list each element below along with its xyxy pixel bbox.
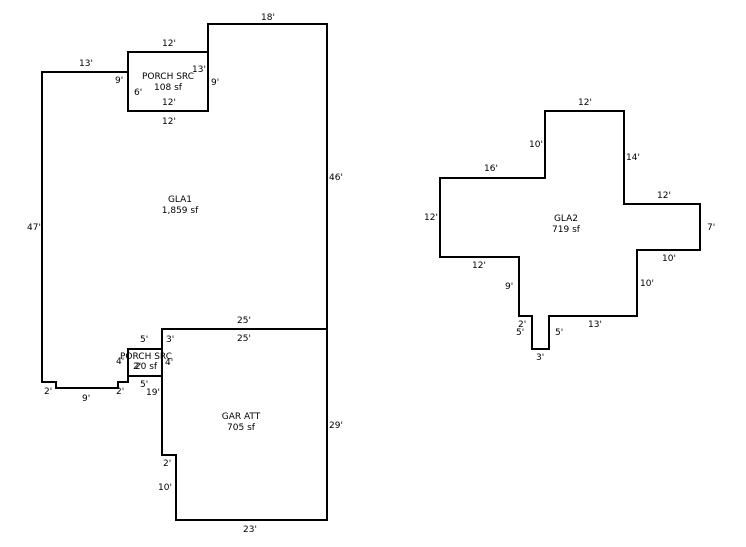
gar-att-sf: 705 sf xyxy=(227,423,256,433)
dim-label: 9' xyxy=(211,78,219,88)
dim-label: 14' xyxy=(626,153,640,163)
dim-label: 12' xyxy=(424,213,438,223)
dim-label: 10' xyxy=(640,279,654,289)
dim-label: 9' xyxy=(82,394,90,404)
dim-label: 19' xyxy=(146,388,160,398)
dim-label: 46' xyxy=(329,173,343,183)
dim-label: 13' xyxy=(588,320,602,330)
dim-label: 2' xyxy=(163,459,171,469)
dim-label: 5' xyxy=(516,328,524,338)
dim-label: 25' xyxy=(237,334,251,344)
porch-upper-name: PORCH SRC xyxy=(142,72,194,82)
dim-label: 12' xyxy=(657,191,671,201)
dim-label: 16' xyxy=(484,164,498,174)
dim-label: 4' xyxy=(165,358,173,368)
dim-label: 12' xyxy=(162,98,176,108)
gla1-sf: 1,859 sf xyxy=(162,206,199,216)
dim-label: 18' xyxy=(261,13,275,23)
dim-label: 3' xyxy=(166,335,174,345)
gla2-outline xyxy=(439,110,701,350)
dim-label: 12' xyxy=(578,98,592,108)
dim-label: 2' xyxy=(44,387,52,397)
porch-upper-sf: 108 sf xyxy=(154,83,183,93)
dim-label: 47' xyxy=(27,223,41,233)
gla2-sf: 719 sf xyxy=(552,225,581,235)
dim-label: 3' xyxy=(536,353,544,363)
gla2-name: GLA2 xyxy=(554,214,578,224)
dim-label: 7' xyxy=(707,223,715,233)
dim-label: 10' xyxy=(158,483,172,493)
dim-label: 10' xyxy=(529,140,543,150)
dim-label: 5' xyxy=(140,380,148,390)
dim-label: 9' xyxy=(115,76,123,86)
dim-label: 2' xyxy=(133,362,141,372)
dim-label: 25' xyxy=(237,316,251,326)
dim-label: 5' xyxy=(555,328,563,338)
dim-label: 9' xyxy=(505,282,513,292)
dim-label: 23' xyxy=(243,525,257,535)
gar-att-outline xyxy=(161,328,328,521)
dim-label: 12' xyxy=(162,117,176,127)
porch-upper-outline xyxy=(127,51,209,112)
dim-label: 29' xyxy=(329,421,343,431)
gla1-name: GLA1 xyxy=(168,195,192,205)
dim-label: 6' xyxy=(134,88,142,98)
dim-label: 12' xyxy=(472,261,486,271)
dim-label: 12' xyxy=(162,39,176,49)
dim-label: 2' xyxy=(518,320,526,330)
dim-label: 2' xyxy=(116,387,124,397)
porch-lower-outline xyxy=(127,348,163,377)
dim-label: 5' xyxy=(140,335,148,345)
dim-label: 4' xyxy=(116,357,124,367)
porch-lower-name: PORCH SRC xyxy=(120,352,172,362)
porch-lower-sf: 20 sf xyxy=(135,362,158,372)
gar-att-name: GAR ATT xyxy=(222,412,261,422)
dim-label: 13' xyxy=(192,65,206,75)
dim-label: 10' xyxy=(662,254,676,264)
dim-label: 13' xyxy=(79,59,93,69)
